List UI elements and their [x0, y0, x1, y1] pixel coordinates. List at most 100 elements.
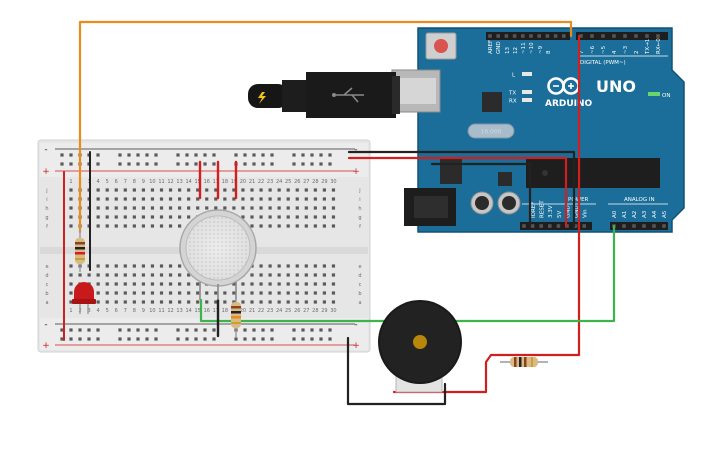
- breadboard-hole[interactable]: [313, 300, 317, 304]
- breadboard-hole[interactable]: [277, 273, 281, 277]
- header-pin[interactable]: [556, 224, 561, 228]
- rail-hole[interactable]: [270, 328, 274, 332]
- breadboard-hole[interactable]: [205, 197, 209, 201]
- breadboard-hole[interactable]: [114, 300, 118, 304]
- breadboard-hole[interactable]: [187, 282, 191, 286]
- breadboard-hole[interactable]: [214, 300, 218, 304]
- rail-hole[interactable]: [60, 328, 64, 332]
- breadboard-hole[interactable]: [141, 264, 145, 268]
- breadboard-hole[interactable]: [304, 264, 308, 268]
- breadboard-hole[interactable]: [114, 206, 118, 210]
- breadboard-hole[interactable]: [295, 224, 299, 228]
- breadboard-hole[interactable]: [159, 264, 164, 268]
- breadboard-hole[interactable]: [105, 188, 109, 192]
- breadboard-hole[interactable]: [159, 300, 164, 304]
- breadboard-hole[interactable]: [268, 264, 272, 268]
- breadboard-hole[interactable]: [286, 197, 290, 201]
- breadboard-hole[interactable]: [123, 264, 127, 268]
- breadboard-hole[interactable]: [313, 215, 317, 219]
- breadboard-hole[interactable]: [295, 206, 299, 210]
- breadboard-hole[interactable]: [178, 300, 182, 304]
- breadboard-hole[interactable]: [150, 215, 155, 219]
- breadboard-hole[interactable]: [150, 273, 155, 277]
- breadboard-hole[interactable]: [69, 264, 73, 268]
- header-pin[interactable]: [512, 34, 517, 38]
- breadboard-hole[interactable]: [132, 282, 136, 286]
- breadboard-hole[interactable]: [250, 282, 254, 286]
- rail-hole[interactable]: [319, 337, 323, 341]
- breadboard-hole[interactable]: [322, 197, 326, 201]
- rail-hole[interactable]: [185, 337, 189, 341]
- rail-hole[interactable]: [78, 337, 82, 341]
- breadboard-hole[interactable]: [123, 273, 127, 277]
- breadboard-hole[interactable]: [123, 300, 127, 304]
- breadboard-hole[interactable]: [132, 264, 136, 268]
- breadboard-hole[interactable]: [286, 282, 290, 286]
- breadboard-hole[interactable]: [313, 282, 317, 286]
- rail-hole[interactable]: [118, 162, 122, 166]
- rail-hole[interactable]: [301, 162, 305, 166]
- header-pin[interactable]: [645, 34, 649, 38]
- rail-hole[interactable]: [185, 162, 189, 166]
- rail-hole[interactable]: [96, 162, 100, 166]
- breadboard-hole[interactable]: [123, 215, 127, 219]
- breadboard-hole[interactable]: [250, 206, 254, 210]
- rail-hole[interactable]: [118, 328, 122, 332]
- rail-hole[interactable]: [136, 328, 140, 332]
- breadboard-hole[interactable]: [168, 215, 173, 219]
- rail-hole[interactable]: [261, 162, 265, 166]
- breadboard-hole[interactable]: [69, 300, 73, 304]
- breadboard-hole[interactable]: [259, 224, 263, 228]
- breadboard-hole[interactable]: [250, 215, 254, 219]
- breadboard-hole[interactable]: [331, 273, 336, 277]
- breadboard-hole[interactable]: [250, 224, 254, 228]
- breadboard-hole[interactable]: [313, 197, 317, 201]
- breadboard-hole[interactable]: [114, 197, 118, 201]
- breadboard-hole[interactable]: [286, 206, 290, 210]
- rail-hole[interactable]: [185, 328, 189, 332]
- breadboard-hole[interactable]: [286, 300, 290, 304]
- breadboard-hole[interactable]: [232, 197, 236, 201]
- breadboard-hole[interactable]: [268, 197, 272, 201]
- breadboard-hole[interactable]: [187, 188, 191, 192]
- breadboard-hole[interactable]: [304, 206, 308, 210]
- breadboard-hole[interactable]: [268, 215, 272, 219]
- breadboard-hole[interactable]: [196, 188, 200, 192]
- rail-hole[interactable]: [212, 337, 216, 341]
- breadboard-hole[interactable]: [105, 273, 109, 277]
- rail-hole[interactable]: [252, 153, 256, 157]
- breadboard-hole[interactable]: [159, 224, 164, 228]
- breadboard-hole[interactable]: [150, 282, 155, 286]
- breadboard-hole[interactable]: [178, 282, 182, 286]
- breadboard-hole[interactable]: [69, 206, 73, 210]
- breadboard-hole[interactable]: [168, 291, 173, 295]
- header-pin[interactable]: [530, 224, 535, 228]
- rail-hole[interactable]: [301, 337, 305, 341]
- breadboard-hole[interactable]: [295, 282, 299, 286]
- header-pin[interactable]: [656, 34, 660, 38]
- breadboard-hole[interactable]: [232, 291, 236, 295]
- breadboard-hole[interactable]: [196, 197, 200, 201]
- breadboard-hole[interactable]: [277, 291, 281, 295]
- rail-hole[interactable]: [154, 162, 158, 166]
- breadboard-hole[interactable]: [69, 215, 73, 219]
- breadboard-hole[interactable]: [69, 224, 73, 228]
- breadboard-hole[interactable]: [141, 215, 145, 219]
- rail-hole[interactable]: [78, 328, 82, 332]
- breadboard-hole[interactable]: [295, 215, 299, 219]
- header-pin[interactable]: [652, 224, 656, 228]
- rail-hole[interactable]: [301, 328, 305, 332]
- rail-hole[interactable]: [145, 162, 149, 166]
- breadboard-hole[interactable]: [123, 197, 127, 201]
- rail-hole[interactable]: [60, 153, 64, 157]
- breadboard-hole[interactable]: [241, 188, 245, 192]
- breadboard-hole[interactable]: [259, 188, 263, 192]
- breadboard-hole[interactable]: [241, 291, 245, 295]
- header-pin[interactable]: [632, 224, 636, 228]
- rail-hole[interactable]: [154, 337, 158, 341]
- breadboard-hole[interactable]: [205, 206, 209, 210]
- breadboard-hole[interactable]: [241, 206, 245, 210]
- breadboard-hole[interactable]: [105, 264, 109, 268]
- breadboard-hole[interactable]: [150, 224, 155, 228]
- breadboard-hole[interactable]: [232, 300, 236, 304]
